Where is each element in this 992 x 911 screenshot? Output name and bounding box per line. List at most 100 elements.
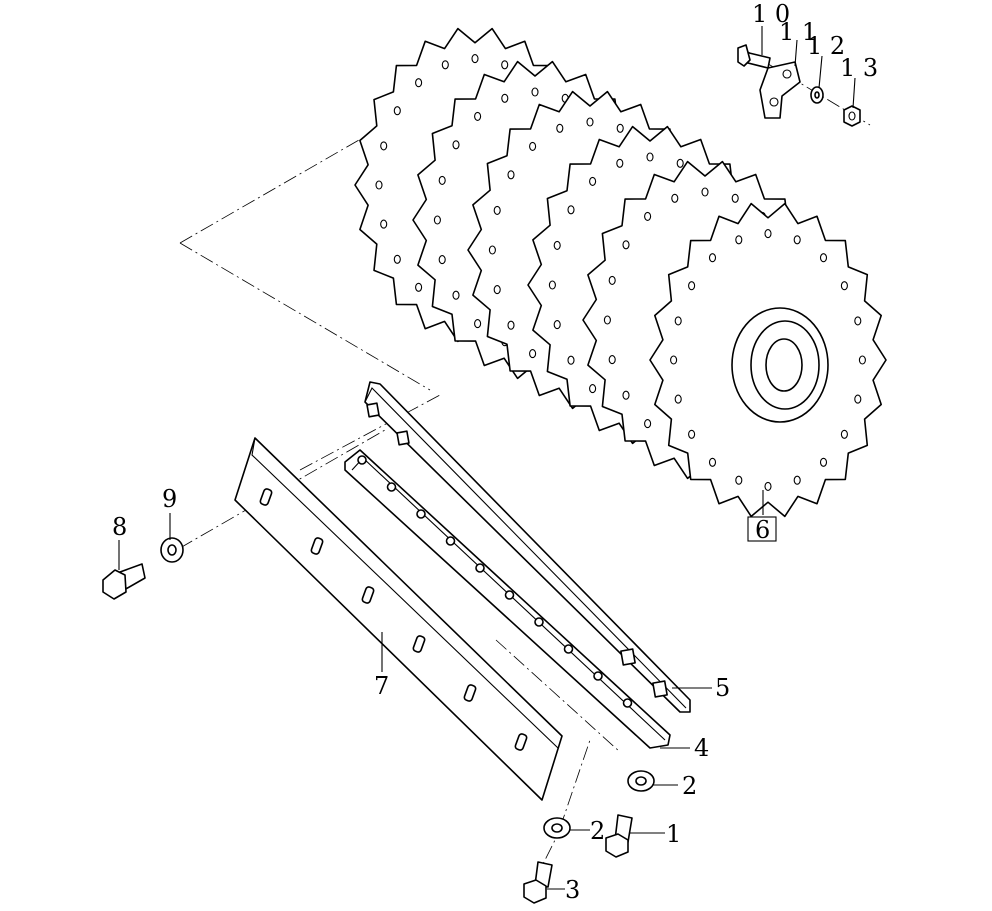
sprocket-hole (674, 394, 682, 404)
sprocket-hole (858, 355, 866, 365)
callout-12: 1 2 (807, 32, 845, 60)
sprocket-hole (622, 240, 630, 250)
washer-12 (810, 86, 824, 104)
sprocket-hole (553, 320, 561, 330)
callout-11: 1 1 (779, 18, 817, 46)
sprocket-hole (646, 152, 654, 162)
sprocket-hole (529, 349, 537, 359)
blade-slot (259, 488, 273, 506)
callout-5: 5 (715, 674, 730, 702)
bar-hole (445, 536, 456, 546)
sprocket-hole (415, 78, 423, 88)
blade (234, 437, 563, 801)
sprocket-hub (731, 307, 829, 423)
sprocket-hole (474, 111, 482, 121)
sprocket-hole (474, 319, 482, 329)
blade-slot (514, 733, 528, 751)
washer-2-lower (543, 817, 571, 839)
bolt-1 (605, 814, 633, 858)
sprocket-hole (380, 141, 388, 151)
callout-3: 3 (565, 876, 580, 904)
sprocket-hole (452, 290, 460, 300)
callout-4: 4 (694, 734, 709, 762)
sprocket-hole (507, 170, 515, 180)
sprocket-hole (589, 384, 597, 394)
bolt-10 (737, 44, 771, 69)
sprocket-hole (556, 123, 564, 133)
sprocket-hole (433, 215, 441, 225)
callout-7: 7 (374, 672, 389, 700)
callout-9: 9 (162, 485, 177, 513)
sprocket-hole (688, 281, 696, 291)
sprocket-hole (644, 211, 652, 221)
bar-hole (563, 644, 574, 654)
bar-hole (386, 482, 397, 492)
sprocket-hole (676, 158, 684, 168)
leader-lines (118, 26, 856, 890)
bar-hole (622, 698, 633, 708)
callout-1: 1 (666, 820, 681, 848)
bar-hole (475, 563, 485, 573)
sprocket-hole (688, 429, 696, 439)
sprocket-hole (708, 253, 717, 263)
callout-13: 1 3 (840, 54, 878, 82)
washer-2-upper (627, 770, 655, 792)
sprocket-hole (567, 205, 575, 215)
washer-9 (160, 537, 184, 563)
bolt-3 (523, 861, 553, 904)
sprocket-hole (854, 316, 862, 326)
sprocket-hole (616, 123, 624, 133)
sprocket-hole (603, 315, 611, 325)
sprocket-hole (735, 235, 743, 245)
sprocket-hole (608, 275, 616, 285)
sprocket-hole (701, 187, 709, 197)
sprocket-hole (375, 180, 383, 190)
callout-2-lower: 2 (590, 817, 605, 845)
sprocket-hole (644, 419, 652, 429)
bar-hole (534, 617, 544, 627)
nut-13 (843, 105, 861, 127)
sprocket-hole (471, 54, 479, 64)
bolt-8 (102, 563, 146, 600)
bar-hole (357, 455, 367, 465)
sprocket-hole (415, 282, 423, 292)
sprocket-hole (529, 141, 537, 151)
sprocket-hole (438, 175, 446, 185)
callout-8: 8 (112, 513, 127, 541)
sprocket-hole (793, 475, 801, 485)
sprocket-hole (380, 219, 388, 229)
callout-2-upper: 2 (682, 772, 697, 800)
sprocket-hole (493, 285, 501, 295)
bracket-11 (759, 61, 801, 119)
sprocket-hole (501, 93, 509, 103)
sprocket-hole (819, 457, 828, 467)
sprocket-hole (438, 255, 446, 265)
sprocket-hole (452, 140, 460, 150)
bar-hole (593, 671, 603, 681)
sprocket-hole (840, 429, 848, 439)
sprocket-hole (567, 355, 575, 365)
sprocket-hole (674, 316, 682, 326)
sprocket-hole (735, 475, 743, 485)
callout-10: 1 0 (752, 0, 790, 28)
sprocket-hole (616, 158, 624, 168)
sprocket-hole (840, 281, 848, 291)
sprocket-hole (589, 176, 597, 186)
sprocket-hole (854, 394, 862, 404)
sprocket-hole (819, 253, 828, 263)
sprocket-hole (441, 60, 449, 70)
sprocket-hole (671, 193, 679, 203)
blade-slots (259, 488, 528, 751)
sprocket-hole (501, 60, 509, 70)
sprocket-hole (531, 87, 539, 97)
sprocket-hole (586, 117, 594, 127)
callout-6: 6 (755, 516, 770, 544)
sprocket-hole (553, 240, 561, 250)
sprocket-hole (670, 355, 678, 365)
sprocket-hole (393, 254, 401, 264)
blade-slot (310, 537, 324, 555)
bar-hole (504, 590, 515, 600)
sprocket-hole (393, 106, 401, 116)
sprocket-hole (493, 205, 501, 215)
